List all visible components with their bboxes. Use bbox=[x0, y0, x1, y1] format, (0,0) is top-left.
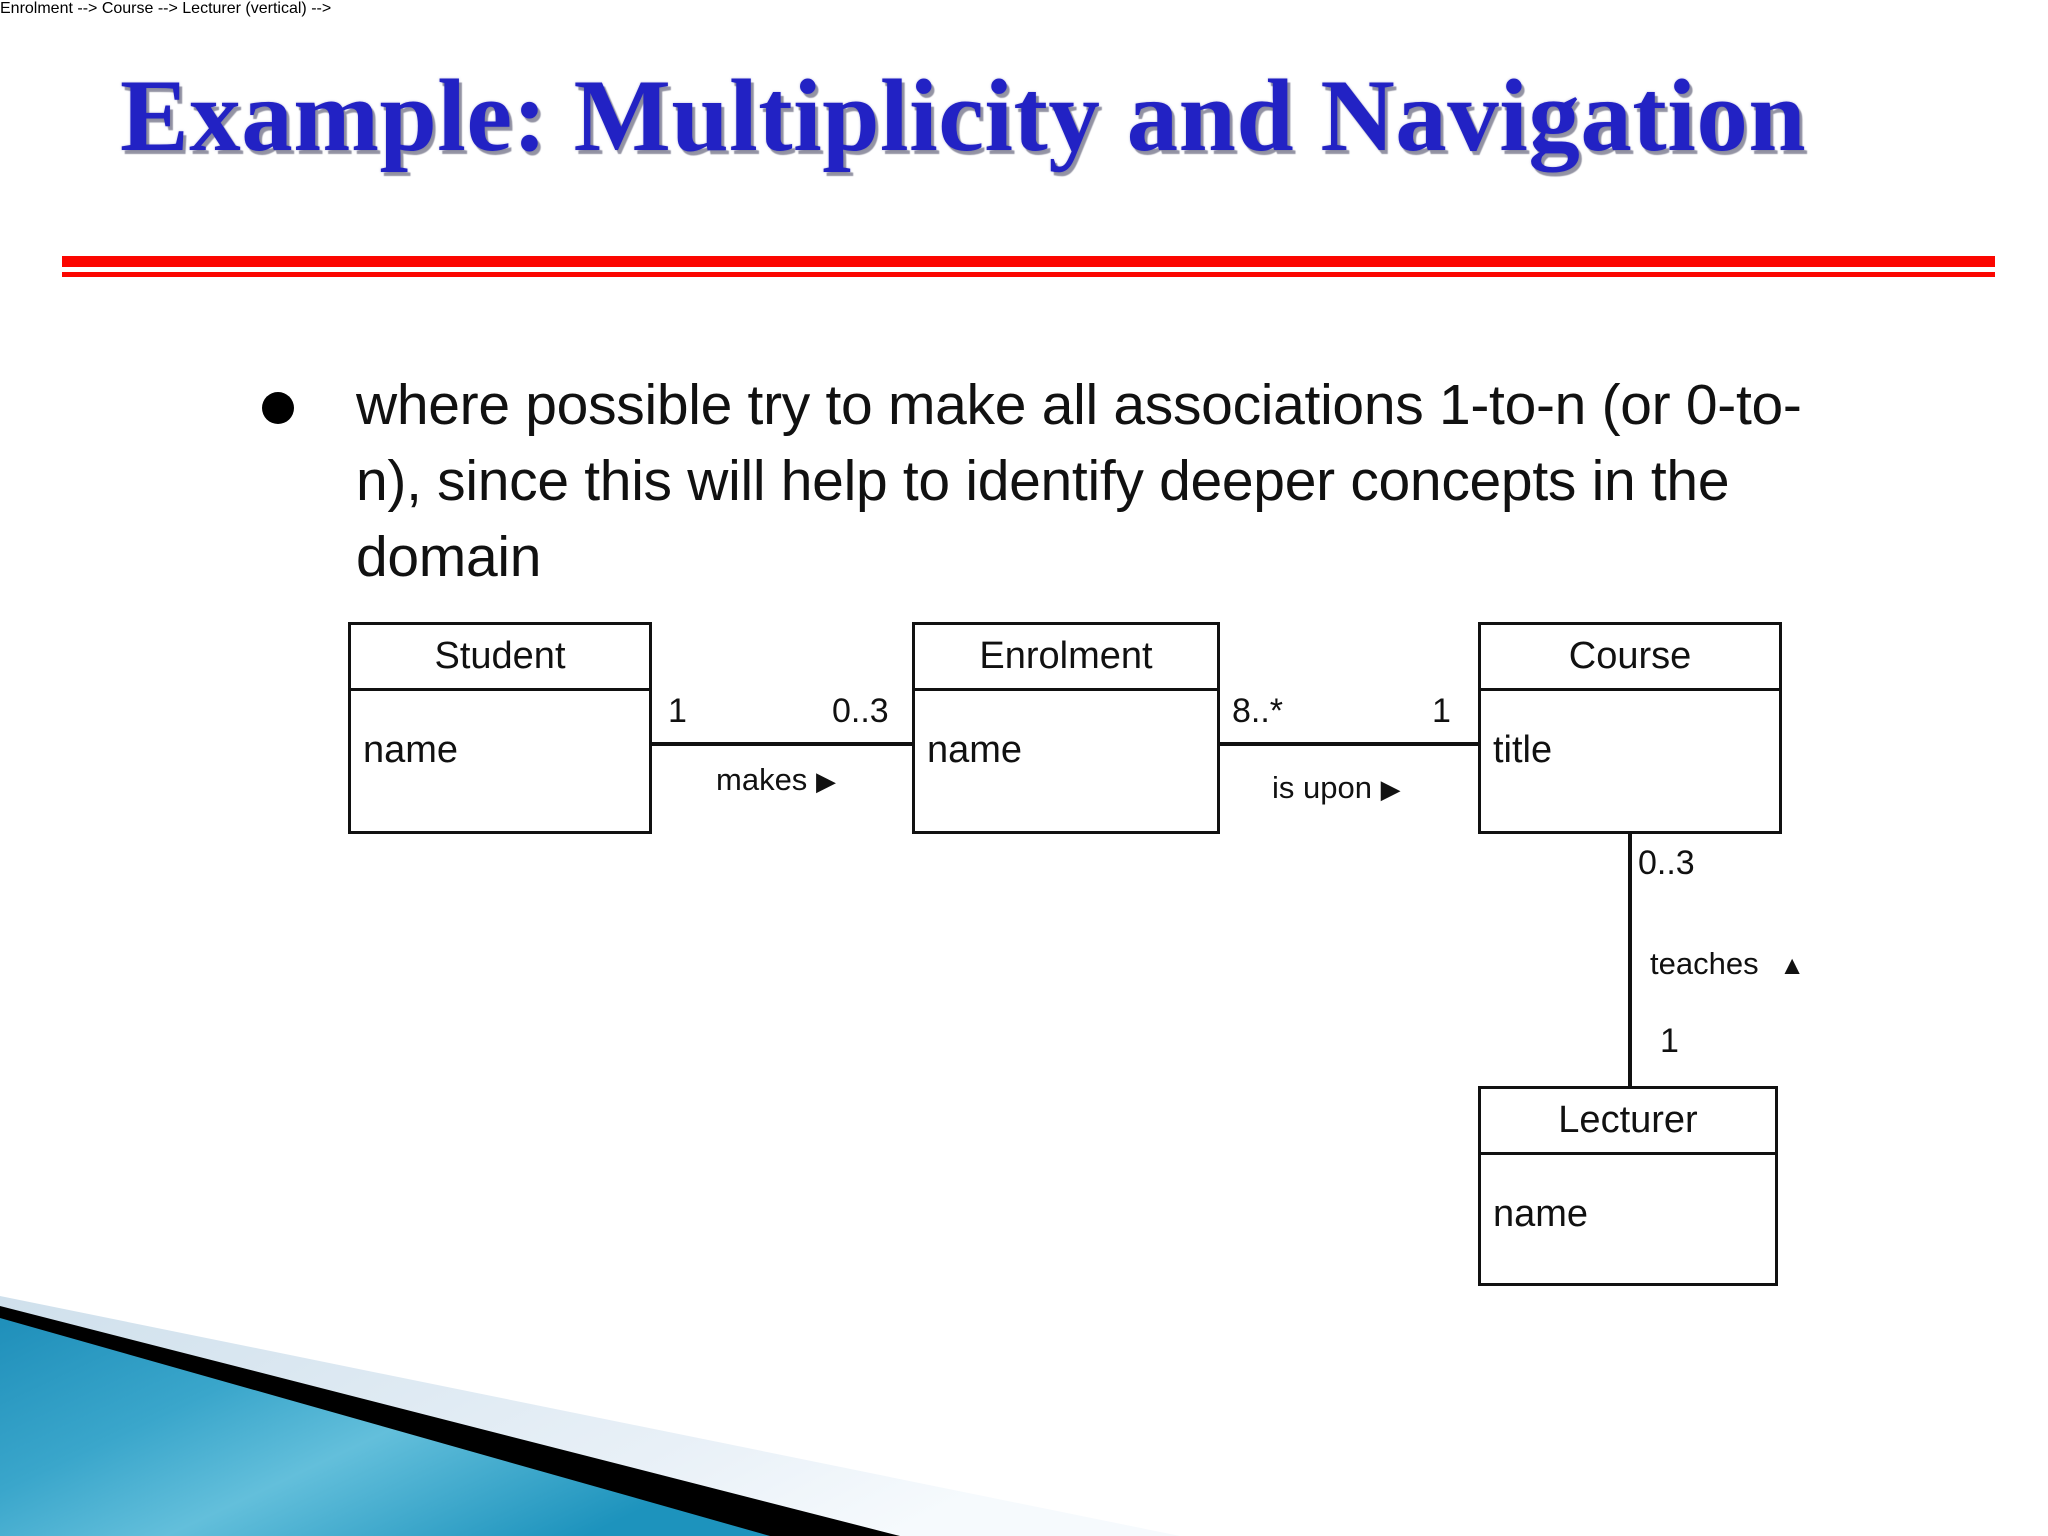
uml-association-label-makes-text: makes bbox=[716, 762, 808, 797]
divider-thick-bar bbox=[62, 256, 1995, 267]
uml-class-lecturer[interactable]: Lecturer name bbox=[1478, 1086, 1778, 1286]
corner-pale-wedge bbox=[0, 1296, 1180, 1536]
uml-association-line-teaches[interactable] bbox=[1628, 834, 1632, 1088]
bullet-marker-icon bbox=[262, 392, 294, 424]
uml-association-label-is-upon-text: is upon bbox=[1272, 770, 1372, 805]
uml-multiplicity-student-side: 1 bbox=[668, 692, 687, 730]
uml-association-line-makes[interactable] bbox=[652, 742, 914, 746]
uml-association-label-teaches[interactable]: teaches ▲ bbox=[1650, 946, 1805, 982]
uml-association-line-is-upon[interactable] bbox=[1220, 742, 1480, 746]
uml-multiplicity-enrolment-upon-side: 8..* bbox=[1232, 692, 1284, 730]
navigation-arrow-right-icon: ▶ bbox=[1380, 774, 1401, 804]
uml-class-name-lecturer: Lecturer bbox=[1481, 1089, 1775, 1155]
uml-class-student[interactable]: Student name bbox=[348, 622, 652, 834]
uml-attribute-course-title: title bbox=[1493, 729, 1553, 771]
title-divider-rule bbox=[62, 256, 1995, 279]
uml-multiplicity-course-side: 1 bbox=[1432, 692, 1451, 730]
uml-class-course[interactable]: Course title bbox=[1478, 622, 1782, 834]
uml-association-label-teaches-text: teaches bbox=[1650, 946, 1759, 981]
navigation-arrow-right-icon: ▶ bbox=[815, 766, 836, 796]
divider-thin-bar bbox=[62, 272, 1995, 277]
divider-gap bbox=[62, 267, 1995, 272]
uml-attribute-lecturer-name: name bbox=[1493, 1193, 1589, 1235]
corner-decoration-svg bbox=[0, 1296, 1180, 1536]
uml-multiplicity-enrolment-side: 0..3 bbox=[832, 692, 889, 730]
uml-association-label-makes[interactable]: makes ▶ bbox=[716, 762, 836, 798]
corner-decoration-graphic bbox=[0, 1278, 1260, 1536]
corner-teal-triangle bbox=[0, 1318, 770, 1536]
corner-black-stripe bbox=[0, 1306, 900, 1536]
uml-attribute-student-name: name bbox=[363, 729, 459, 771]
page-title: Example: Multiplicity and Navigation bbox=[120, 59, 1807, 173]
navigation-arrow-up-icon: ▲ bbox=[1779, 950, 1805, 980]
uml-multiplicity-lecturer-side: 1 bbox=[1660, 1022, 1679, 1060]
uml-class-name-student: Student bbox=[351, 625, 649, 691]
uml-multiplicity-course-teaches-side: 0..3 bbox=[1638, 844, 1695, 882]
uml-class-name-course: Course bbox=[1481, 625, 1779, 691]
uml-association-label-is-upon[interactable]: is upon ▶ bbox=[1272, 770, 1401, 806]
uml-attribute-enrolment-name: name bbox=[927, 729, 1023, 771]
bullet-item-text: where possible try to make all associati… bbox=[356, 373, 1802, 589]
uml-class-name-enrolment: Enrolment bbox=[915, 625, 1217, 691]
uml-class-enrolment[interactable]: Enrolment name bbox=[912, 622, 1220, 834]
